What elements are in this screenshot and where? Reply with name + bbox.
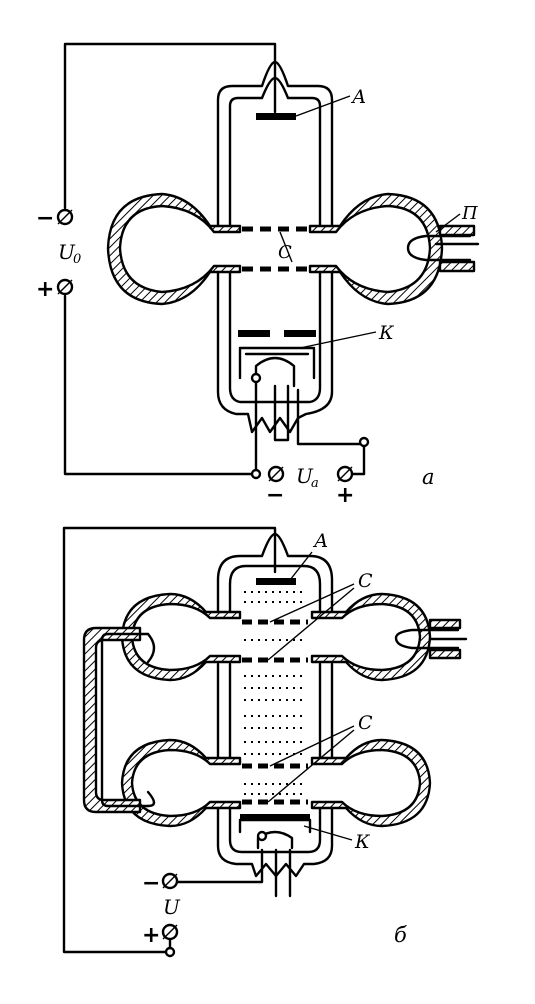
cathode-a [238, 346, 316, 380]
grid-a-label: С [278, 242, 292, 263]
tube-b-envelope [216, 532, 334, 614]
u-minus-sign: − [142, 871, 160, 896]
u0-plus-sign: + [36, 277, 54, 302]
tube-a-upper-envelope [216, 60, 334, 230]
u0-minus-sign: − [36, 206, 54, 231]
coupling-loop-b [394, 628, 460, 650]
tube-a-lower-envelope [216, 270, 334, 434]
ua-minus-sign: − [266, 483, 284, 508]
u0-lower-wire [63, 294, 260, 476]
coupling-a-label: П [461, 203, 478, 224]
upper-left-resonator-b [120, 592, 242, 682]
feedback-line-b [82, 626, 142, 814]
cathode-a-label: К [378, 322, 395, 344]
grid-b-upper-label: С [358, 570, 373, 592]
u0-upper-wire [63, 42, 277, 210]
cathode-b-label: К [354, 831, 371, 853]
u0-subscript: 0 [73, 252, 81, 267]
u-minus-wire [174, 848, 264, 884]
cathode-b [238, 818, 312, 834]
coupling-loop-a [406, 234, 472, 262]
grid-b-lower-label: С [358, 712, 373, 734]
anode-b-label: А [312, 530, 328, 552]
anode-b [256, 578, 296, 585]
u-plus-sign: + [142, 923, 160, 948]
u-label: U [163, 895, 181, 919]
anode-a [256, 113, 296, 120]
figure-b: А С С К − + U б [62, 526, 468, 958]
ua-subscript: a [311, 476, 319, 491]
panel-b-label: б [394, 923, 407, 947]
upper-right-resonator-b [310, 592, 432, 682]
ua-label: U [296, 464, 314, 488]
left-resonator-a [106, 192, 242, 306]
u0-label: U [58, 240, 76, 264]
lower-left-resonator-b [120, 738, 242, 828]
anode-a-label: А [350, 86, 366, 108]
right-resonator-a [308, 192, 444, 306]
lower-right-resonator-b [310, 738, 432, 828]
ua-plus-sign: + [336, 483, 354, 508]
figure-a: А С К П − + U 0 U a − + а [36, 42, 480, 508]
panel-a-label: а [422, 465, 435, 489]
